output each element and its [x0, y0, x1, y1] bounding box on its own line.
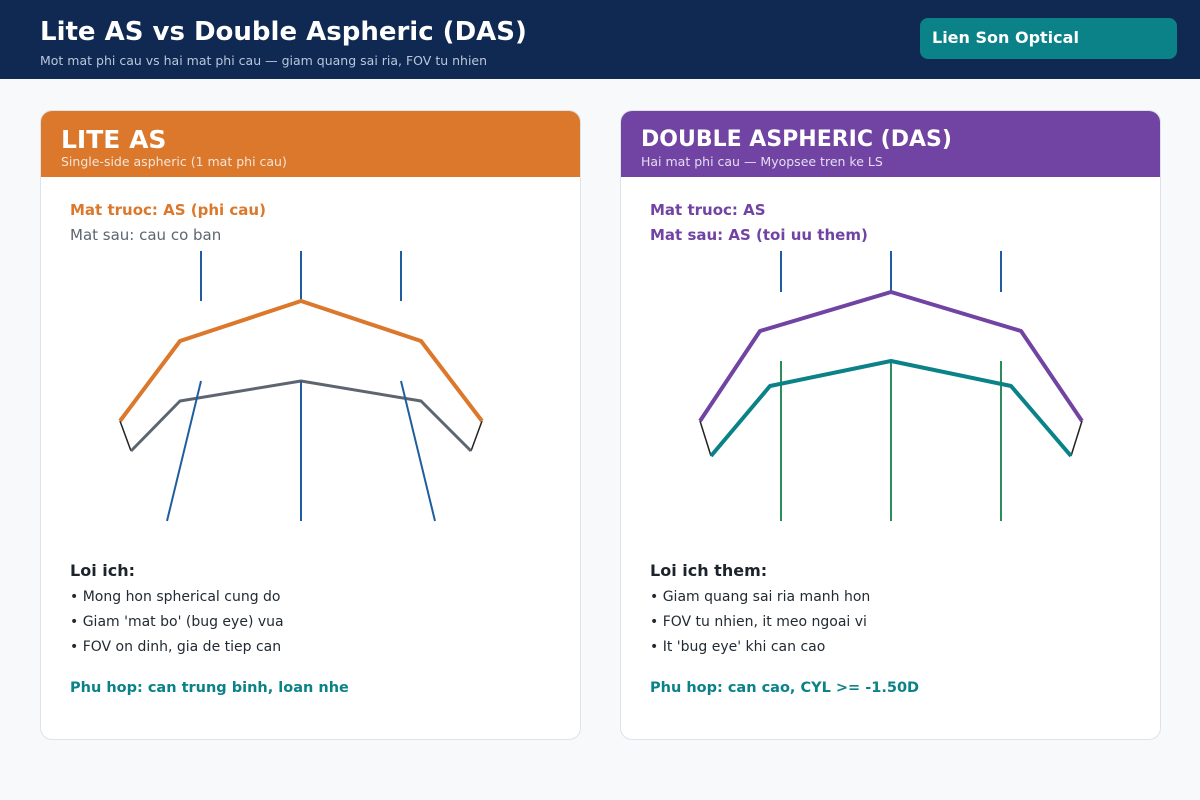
lite-as-subtitle: Single-side aspheric (1 mat phi cau) [61, 154, 287, 169]
lite-benefits-heading: Loi ich: [70, 561, 135, 580]
das-card: DOUBLE ASPHERIC (DAS) Hai mat phi cau — … [620, 110, 1161, 740]
das-title: DOUBLE ASPHERIC (DAS) [641, 127, 952, 152]
lite-as-title: LITE AS [61, 125, 167, 154]
lite-front-surface-label: Mat truoc: AS (phi cau) [70, 201, 266, 219]
das-benefit-item: • Giam quang sai ria manh hon [650, 589, 871, 605]
das-benefits-list: • Giam quang sai ria manh hon • FOV tu n… [650, 589, 870, 664]
lite-as-card: LITE AS Single-side aspheric (1 mat phi … [40, 110, 581, 740]
das-front-surface-label: Mat truoc: AS [650, 201, 766, 219]
brand-badge: Lien Son Optical [920, 18, 1177, 59]
lite-as-card-header: LITE AS Single-side aspheric (1 mat phi … [41, 111, 580, 177]
header-bar: Lite AS vs Double Aspheric (DAS) Mot mat… [0, 0, 1200, 79]
das-card-header: DOUBLE ASPHERIC (DAS) Hai mat phi cau — … [621, 111, 1160, 177]
page-subtitle: Mot mat phi cau vs hai mat phi cau — gia… [40, 53, 488, 68]
lite-benefit-item: • Mong hon spherical cung do [70, 589, 281, 605]
das-benefit-item: • It 'bug eye' khi can cao [650, 639, 826, 655]
lite-back-surface-curve [129, 379, 473, 453]
page-title: Lite AS vs Double Aspheric (DAS) [40, 17, 527, 47]
lite-benefit-item: • Giam 'mat bo' (bug eye) vua [70, 614, 284, 630]
das-subtitle: Hai mat phi cau — Myopsee tren ke LS [641, 154, 883, 169]
lite-benefits-list: • Mong hon spherical cung do • Giam 'mat… [70, 589, 284, 664]
lite-suitability: Phu hop: can trung binh, loan nhe [70, 680, 349, 696]
lite-benefit-item: • FOV on dinh, gia de tiep can [70, 639, 282, 655]
lite-back-surface-label: Mat sau: cau co ban [70, 226, 222, 244]
lite-lens-left-edge [119, 420, 132, 452]
das-suitability: Phu hop: can cao, CYL >= -1.50D [650, 680, 920, 696]
das-back-surface-label: Mat sau: AS (toi uu them) [650, 226, 868, 244]
lite-outgoing-ray-left [166, 380, 202, 522]
das-front-surface-curve [698, 290, 1084, 423]
lite-front-surface-curve [118, 299, 484, 423]
das-benefits-heading: Loi ich them: [650, 561, 768, 580]
lite-outgoing-ray-right [400, 380, 436, 522]
das-lens-left-edge [699, 420, 712, 457]
lite-lens-right-edge [470, 420, 483, 452]
das-benefit-item: • FOV tu nhien, it meo ngoai vi [650, 614, 867, 630]
das-lens-right-edge [1070, 420, 1083, 457]
das-back-surface-curve [709, 359, 1073, 458]
